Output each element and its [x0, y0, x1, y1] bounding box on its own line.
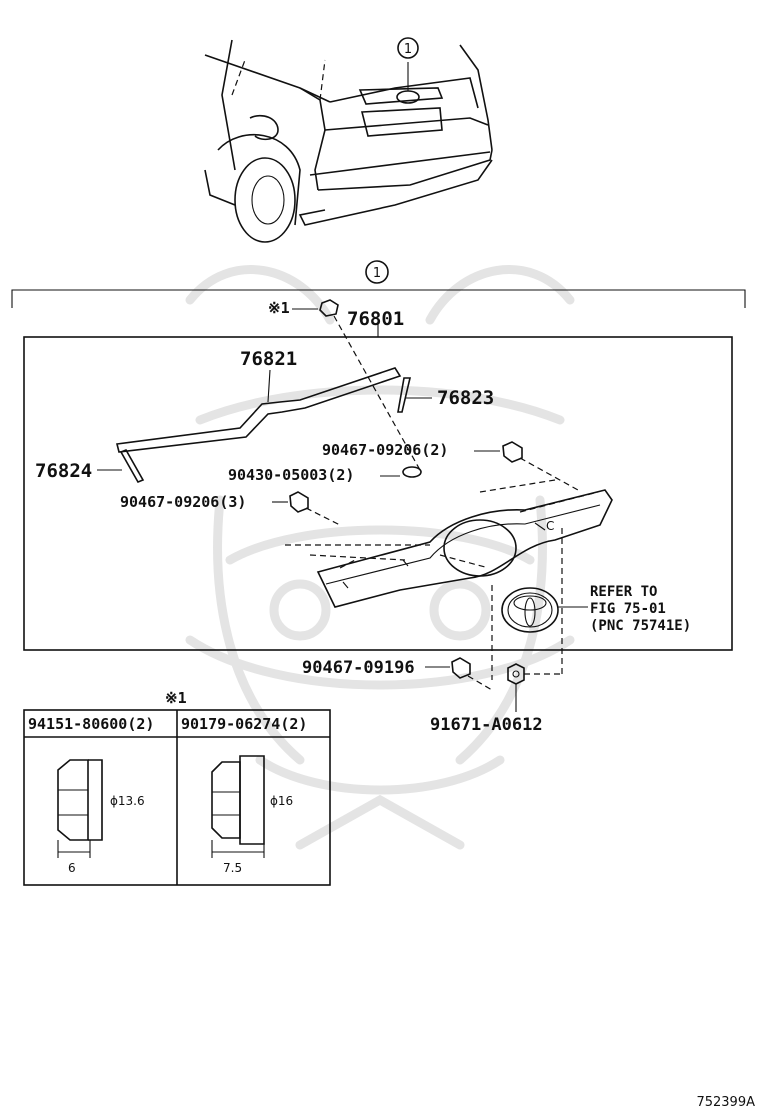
svg-text:C: C: [546, 519, 554, 533]
note-mark-label: ※1: [268, 299, 290, 317]
toyota-emblem: [491, 528, 588, 680]
table-col2-length: 7.5: [223, 861, 242, 875]
table-col2-header: 90179-06274(2): [181, 715, 307, 733]
nut-part: ※1: [268, 299, 421, 471]
clip-90467-09196: 90467-09196: [302, 657, 493, 691]
clip-90467-09206-2: 90467-09206(2): [322, 441, 579, 491]
vehicle-rear-illustration: 1: [204, 37, 493, 243]
refer-line-1: REFER TO: [590, 584, 657, 600]
part-76823: [397, 377, 432, 413]
table-note-mark: ※1: [165, 689, 187, 707]
car-callout-number: 1: [404, 42, 412, 57]
table-col2-diameter: ϕ16: [270, 794, 293, 808]
part-label-90467-09206-2: 90467-09206(2): [322, 441, 448, 459]
table-col1-diameter: ϕ13.6: [110, 794, 145, 808]
refer-line-3: (PNC 75741E): [590, 618, 691, 634]
figure-number: 752399A: [696, 1095, 755, 1110]
part-label-90467-09196: 90467-09196: [302, 658, 415, 678]
part-label-76821: 76821: [240, 348, 297, 370]
part-label-76823: 76823: [437, 387, 494, 409]
table-col1-header: 94151-80600(2): [28, 715, 154, 733]
part-label-76801: 76801: [347, 308, 404, 330]
garnish-panel-76801: C: [285, 479, 613, 608]
part-76824: [97, 448, 145, 484]
nut-91671-A0612: [507, 663, 562, 712]
assembly-bracket: 1: [11, 260, 746, 308]
watermark-emblem: [185, 265, 575, 850]
table-col1-length: 6: [68, 861, 76, 875]
part-label-76824: 76824: [35, 460, 92, 482]
part-label-90467-09206-3: 90467-09206(3): [120, 493, 246, 511]
clip-90467-09206-3: 90467-09206(3): [120, 491, 341, 526]
part-label-91671-A0612: 91671-A0612: [430, 715, 543, 735]
assembly-callout-number: 1: [373, 266, 381, 281]
fastener-table: ※1 94151-80600(2) 90179-06274(2) ϕ13.6 6…: [23, 689, 331, 886]
part-label-90430-05003-2: 90430-05003(2): [228, 466, 354, 484]
refer-line-2: FIG 75-01: [590, 601, 666, 617]
washer-90430-05003: 90430-05003(2): [228, 466, 422, 484]
molding-strip-76821: [116, 367, 402, 453]
